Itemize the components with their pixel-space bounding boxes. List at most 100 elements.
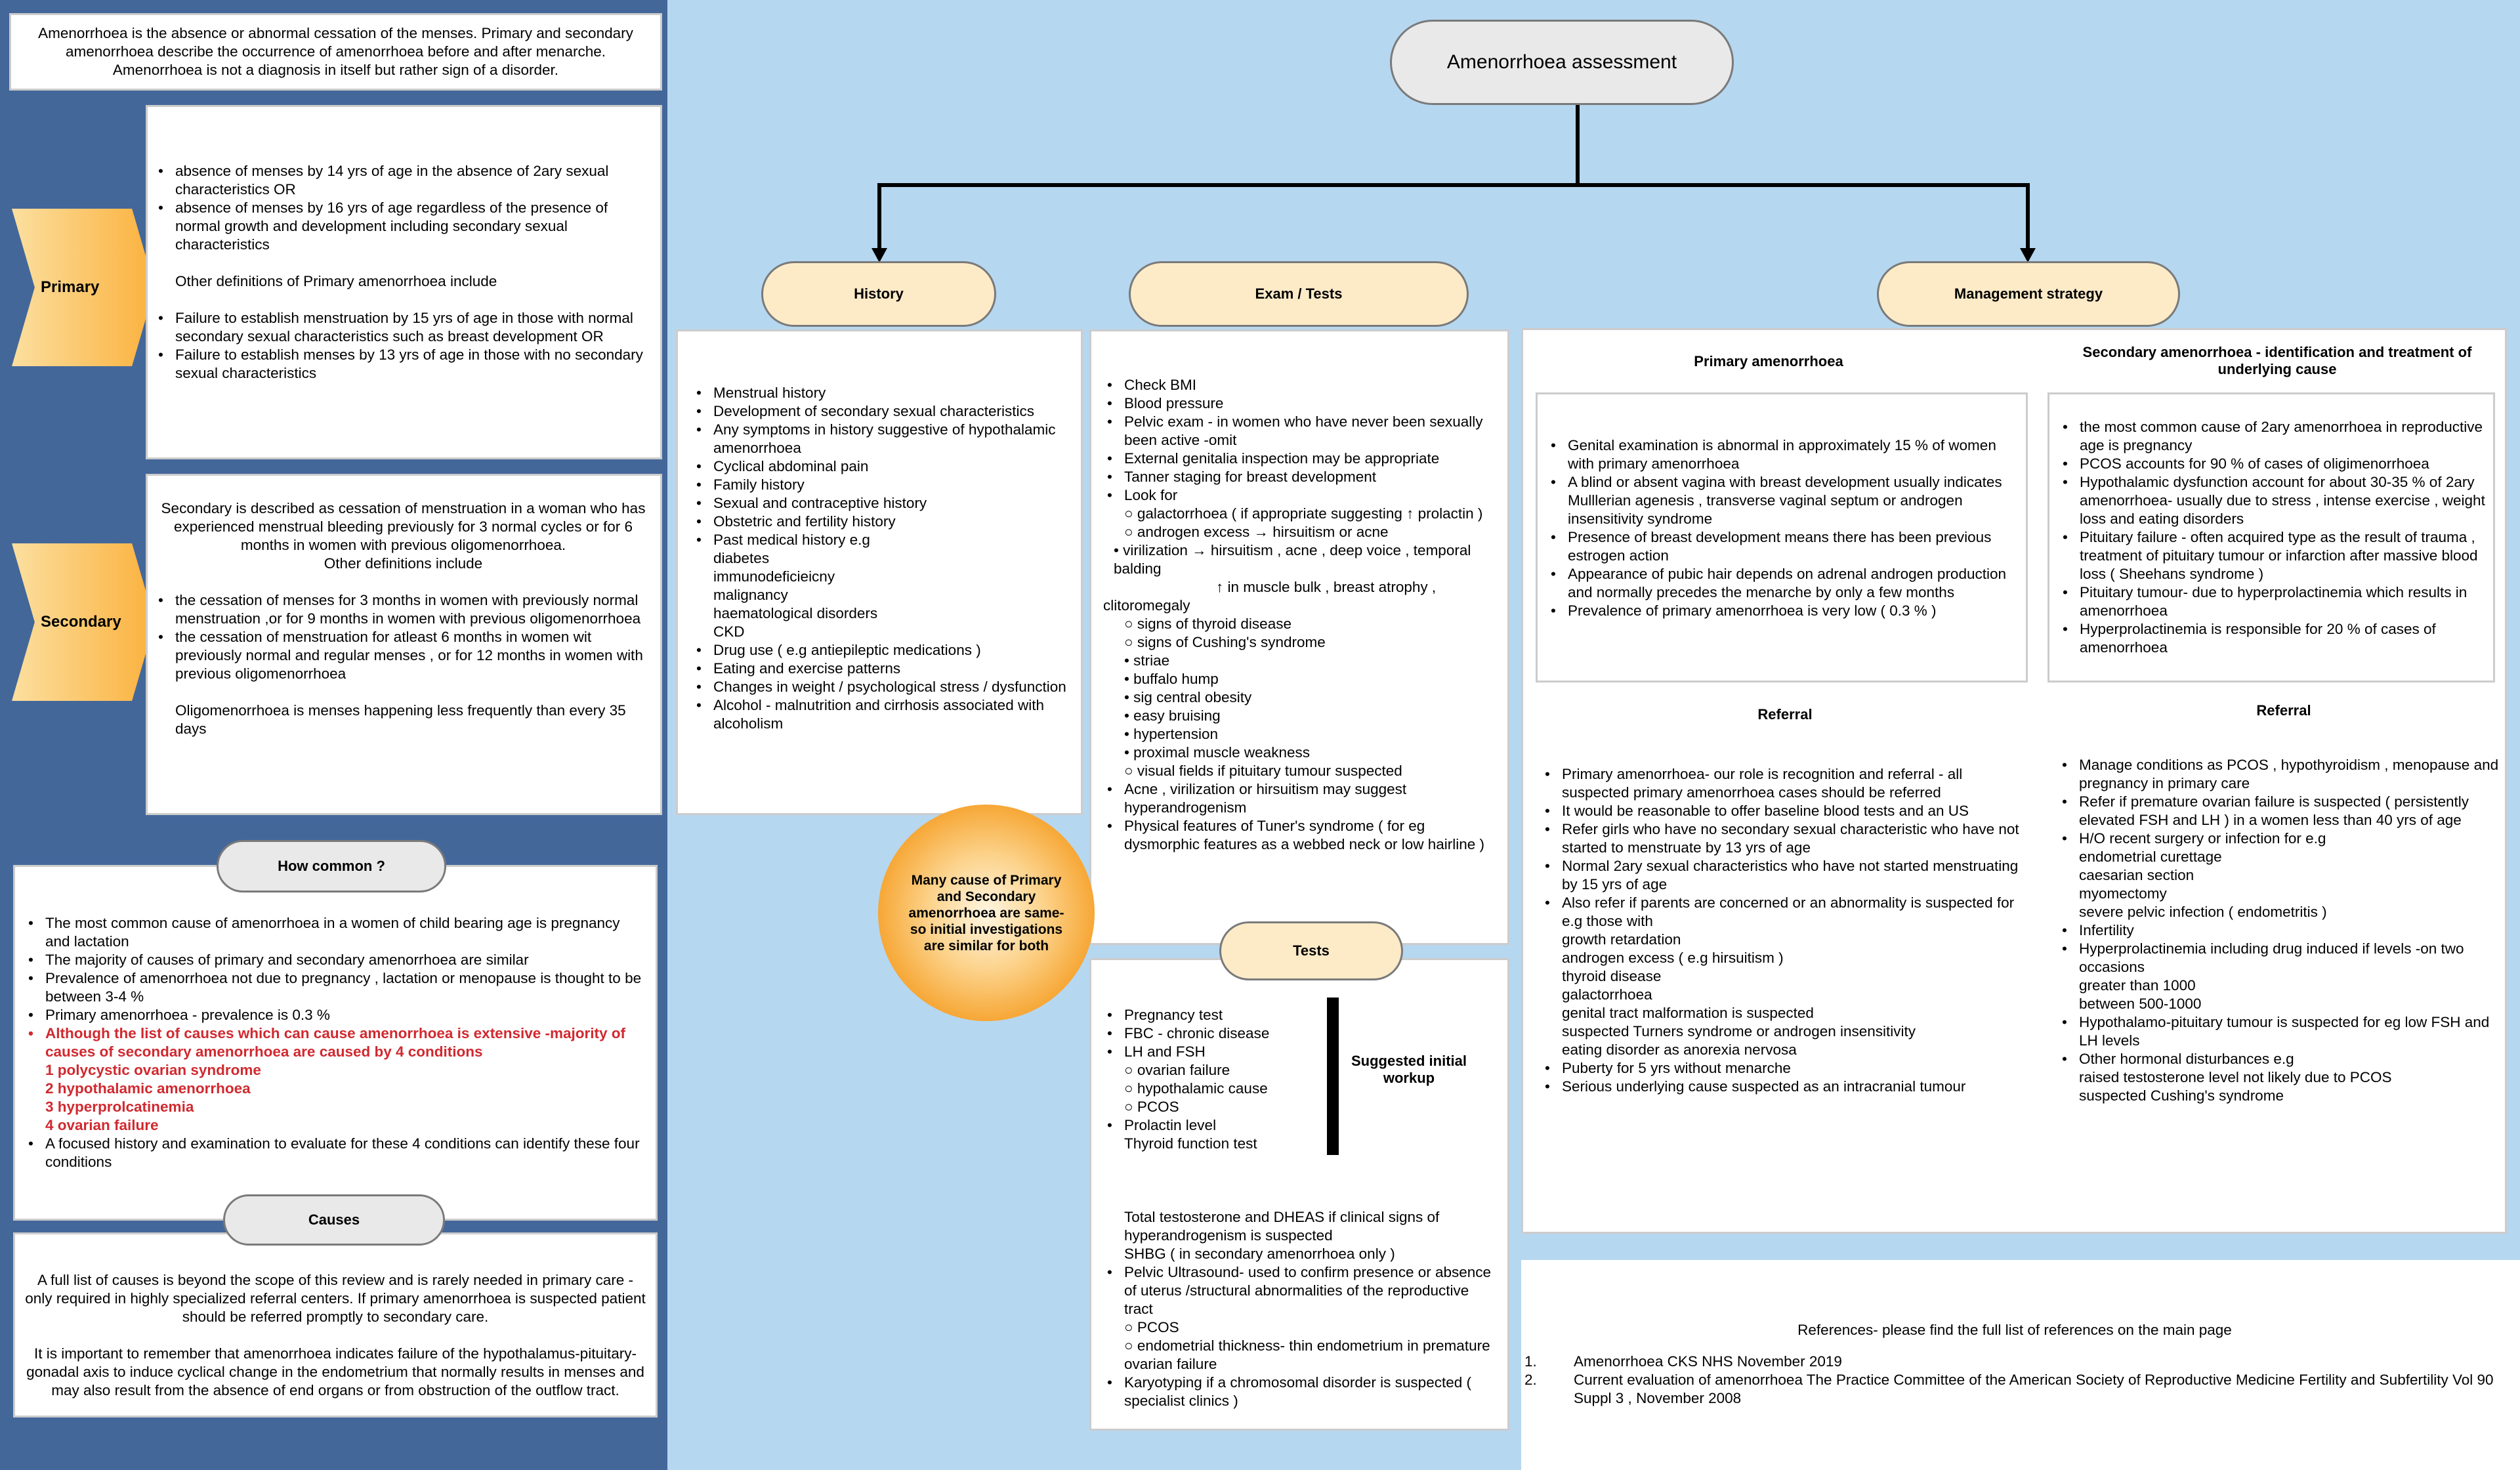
- references-heading: References- please find the full list of…: [1797, 1322, 2232, 1338]
- how-common-1: The most common cause of amenorrhoea in …: [24, 914, 642, 951]
- exam-look-for: Look for: [1103, 486, 1501, 505]
- exam-genitalia: External genitalia inspection may be app…: [1103, 450, 1501, 468]
- reference-text: Amenorrhoea CKS NHS November 2019: [1574, 1353, 1842, 1370]
- secondary-amenorrhoea-heading: Secondary amenorrhoea - identification a…: [2082, 344, 2472, 377]
- history-item-b-2: Eating and exercise patterns: [692, 660, 1073, 678]
- how-common-6: A focused history and examination to eva…: [24, 1135, 642, 1171]
- secondary-label: Secondary: [41, 613, 121, 631]
- history-pmh-4: haematological disorders: [713, 605, 878, 621]
- history-item-3: Any symptoms in history suggestive of hy…: [692, 421, 1073, 457]
- similar-investigations-circle: Many cause of Primary and Secondary amen…: [878, 805, 1095, 1021]
- reference-item: 2. Current evaluation of amenorrhoea The …: [1524, 1371, 2505, 1408]
- secondary-intro: Secondary is described as cessation of m…: [161, 500, 646, 553]
- test-pelvic-us: Pelvic Ultrasound- used to confirm prese…: [1103, 1263, 1501, 1318]
- connector-trunk: [1576, 105, 1580, 186]
- causes-label: Causes: [308, 1211, 360, 1228]
- ref-primary-2: It would be reasonable to offer baseline…: [1541, 802, 2028, 820]
- condition-1: 1 polycystic ovarian syndrome: [45, 1062, 261, 1078]
- exam-hyperandrogenism: Acne , virilization or hirsuitism may su…: [1103, 780, 1501, 817]
- ref-secondary-5: Hyperprolactinemia including drug induce…: [2058, 940, 2499, 976]
- secondary-management-item-2: PCOS accounts for 90 % of cases of oligi…: [2059, 455, 2488, 473]
- connector-management: [2026, 183, 2030, 250]
- primary-def-2: absence of menses by 16 yrs of age regar…: [154, 199, 652, 254]
- reference-text: Current evaluation of amenorrhoea The Pr…: [1574, 1372, 2494, 1406]
- secondary-management-item-5: Pituitary tumour- due to hyperprolactine…: [2059, 583, 2488, 620]
- page-title: Amenorrhoea assessment: [1446, 51, 1677, 73]
- ref-secondary-cushings: suspected Cushing's syndrome: [2079, 1087, 2284, 1104]
- causes-box: A full list of causes is beyond the scop…: [13, 1232, 658, 1418]
- exam-bmi: Check BMI: [1103, 376, 1501, 394]
- test-ovarian-failure: ○ ovarian failure: [1124, 1062, 1230, 1078]
- causes-pill: Causes: [223, 1194, 445, 1246]
- secondary-management-item-6: Hyperprolactinemia is responsible for 20…: [2059, 620, 2488, 657]
- ref-secondary-curettage: endometrial curettage: [2079, 849, 2222, 865]
- history-item-7: Obstetric and fertility history: [692, 513, 1073, 531]
- connector-history: [877, 183, 881, 250]
- exam-box: Check BMI Blood pressure Pelvic exam - i…: [1089, 329, 1509, 945]
- exam-bruising: • easy bruising: [1124, 707, 1221, 724]
- how-common-5: Although the list of causes which can ca…: [24, 1024, 642, 1061]
- ref-secondary-6: Hypothalamo-pituitary tumour is suspecte…: [2058, 1013, 2499, 1050]
- history-item-4: Cyclical abdominal pain: [692, 457, 1073, 476]
- exam-turners: Physical features of Tuner's syndrome ( …: [1103, 817, 1501, 854]
- test-endometrial: ○ endometrial thickness- thin endometriu…: [1124, 1337, 1490, 1372]
- primary-def-3: Failure to establish menstruation by 15 …: [154, 309, 652, 346]
- test-testosterone: Total testosterone and DHEAS if clinical…: [1124, 1209, 1440, 1244]
- how-common-box: The most common cause of amenorrhoea in …: [13, 865, 658, 1221]
- test-fbc: FBC - chronic disease: [1103, 1024, 1501, 1043]
- exam-hypertension: • hypertension: [1124, 726, 1218, 742]
- history-box: Menstrual historyDevelopment of secondar…: [676, 329, 1083, 815]
- primary-def-4: Failure to establish menses by 13 yrs of…: [154, 346, 652, 383]
- intro-box: Amenorrhoea is the absence or abnormal c…: [9, 13, 662, 91]
- exam-virilization: • virilization → hirsuitism , acne , dee…: [1114, 542, 1471, 577]
- primary-referral-list: Primary amenorrhoea- our role is recogni…: [1541, 765, 2028, 1096]
- primary-definitions-box: absence of menses by 14 yrs of age in th…: [146, 105, 662, 459]
- how-common-label: How common ?: [278, 858, 385, 874]
- management-pill: Management strategy: [1877, 261, 2180, 327]
- exam-pelvic: Pelvic exam - in women who have never be…: [1103, 413, 1501, 450]
- primary-management-item-5: Prevalence of primary amenorrhoea is ver…: [1547, 602, 2019, 620]
- test-karyotyping: Karyotyping if a chromosomal disorder is…: [1103, 1374, 1501, 1410]
- oligomenorrhoea-def: Oligomenorrhoea is menses happening less…: [175, 702, 626, 737]
- ref-primary-genital: genital tract malformation is suspected: [1562, 1005, 1814, 1021]
- exam-cushings: ○ signs of Cushing's syndrome: [1124, 634, 1326, 650]
- how-common-pill: How common ?: [217, 840, 446, 892]
- primary-management-item-1: Genital examination is abnormal in appro…: [1547, 436, 2019, 473]
- title-pill: Amenorrhoea assessment: [1390, 20, 1734, 105]
- referral-heading-primary: Referral: [1757, 706, 1813, 723]
- secondary-management-item-1: the most common cause of 2ary amenorrhoe…: [2059, 418, 2488, 455]
- ref-primary-turners: suspected Turners syndrome or androgen i…: [1562, 1023, 1916, 1040]
- ref-primary-androgen: androgen excess ( e.g hirsuitism ): [1562, 950, 1784, 966]
- primary-management-item-4: Appearance of pubic hair depends on adre…: [1547, 565, 2019, 602]
- exam-galactorrhoea: ○ galactorrhoea ( if appropriate suggest…: [1124, 505, 1483, 522]
- primary-management-item-3: Presence of breast development means the…: [1547, 528, 2019, 565]
- referral-heading-secondary: Referral: [2256, 702, 2311, 719]
- condition-2: 2 hypothalamic amenorrhoea: [45, 1080, 251, 1097]
- reference-number: 2.: [1524, 1372, 1537, 1388]
- secondary-definitions-box: Secondary is described as cessation of m…: [146, 474, 662, 815]
- ref-secondary-3: H/O recent surgery or infection for e.g: [2058, 830, 2499, 848]
- primary-label: Primary: [41, 278, 100, 296]
- ref-secondary-4: Infertility: [2058, 921, 2499, 940]
- secondary-def-1: the cessation of menses for 3 months in …: [154, 591, 652, 628]
- history-pmh-1: diabetes: [713, 550, 770, 566]
- ref-secondary-7: Other hormonal disturbances e.g: [2058, 1050, 2499, 1068]
- ref-primary-4: Normal 2ary sexual characteristics who h…: [1541, 857, 2028, 894]
- test-pcos: ○ PCOS: [1124, 1099, 1179, 1115]
- workup-label: Suggested initial workup: [1351, 1053, 1467, 1086]
- tests-box: Pregnancy test FBC - chronic disease LH …: [1089, 958, 1509, 1431]
- test-hypothalamic: ○ hypothalamic cause: [1124, 1080, 1268, 1097]
- exam-bp: Blood pressure: [1103, 394, 1501, 413]
- test-us-pcos: ○ PCOS: [1124, 1319, 1179, 1335]
- secondary-def-2: the cessation of menstruation for atleas…: [154, 628, 652, 683]
- causes-paragraph-1: A full list of causes is beyond the scop…: [25, 1272, 646, 1325]
- ref-primary-thyroid: thyroid disease: [1562, 968, 1662, 984]
- exam-tanner: Tanner staging for breast development: [1103, 468, 1501, 486]
- ref-primary-5: Also refer if parents are concerned or a…: [1541, 894, 2028, 931]
- ref-secondary-2: Refer if premature ovarian failure is su…: [2058, 793, 2499, 830]
- test-thyroid: Thyroid function test: [1124, 1135, 1257, 1152]
- test-pregnancy: Pregnancy test: [1103, 1006, 1501, 1024]
- secondary-arrow-label: Secondary: [12, 543, 155, 701]
- ref-primary-1: Primary amenorrhoea- our role is recogni…: [1541, 765, 2028, 802]
